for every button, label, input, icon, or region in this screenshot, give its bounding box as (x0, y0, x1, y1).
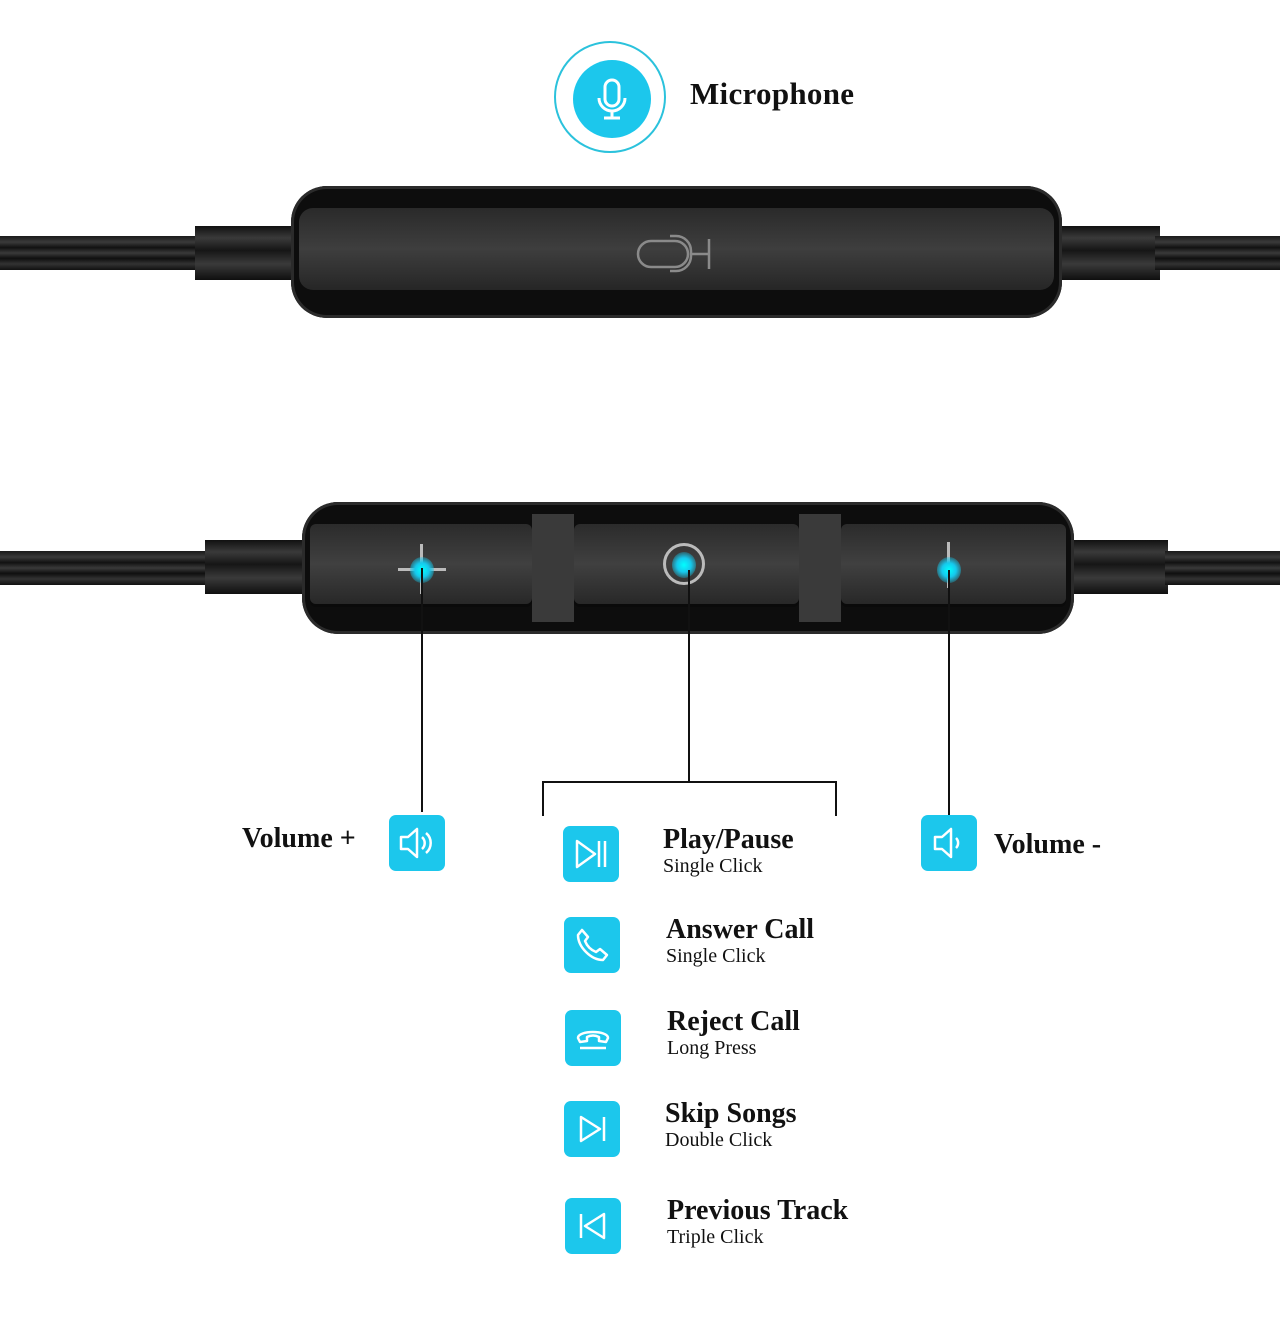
key-gap (532, 514, 574, 622)
cable-sleeve-right-bottom (1068, 540, 1168, 594)
function-answer-call: Answer Call Single Click (666, 914, 815, 968)
function-previous-track: Previous Track Triple Click (667, 1195, 849, 1249)
microphone-icon (597, 78, 627, 120)
function-action: Single Click (663, 855, 763, 877)
play-pause-button[interactable] (574, 524, 799, 604)
hang-up-icon (576, 1030, 610, 1050)
skip-previous-icon (579, 1212, 606, 1240)
speaker-quiet-icon (933, 827, 960, 859)
cable-left-top (0, 236, 200, 270)
cable-right-top (1155, 236, 1280, 270)
key-gap (799, 514, 841, 622)
function-skip-songs: Skip Songs Double Click (665, 1098, 797, 1152)
cable-sleeve-left-bottom (205, 540, 305, 594)
volume-up-label: Volume + (242, 823, 356, 854)
remote-top-face (299, 208, 1054, 290)
microphone-badge (573, 60, 651, 138)
function-reject-call: Reject Call Long Press (667, 1006, 800, 1060)
volume-up-tile (389, 815, 445, 871)
function-title: Play/Pause (663, 824, 794, 855)
microphone-title: Microphone (690, 76, 855, 111)
leader-bracket-top (542, 781, 837, 783)
microphone-grille-icon (636, 234, 711, 273)
skip-songs-tile (564, 1101, 620, 1157)
cable-sleeve-right-top (1055, 226, 1160, 280)
function-action: Double Click (665, 1129, 773, 1151)
volume-down-label: Volume - (994, 829, 1102, 860)
previous-track-tile (565, 1198, 621, 1254)
function-action: Triple Click (667, 1226, 764, 1248)
function-action: Single Click (666, 945, 766, 967)
microphone-ring (554, 41, 666, 153)
skip-next-icon (579, 1115, 606, 1143)
volume-down-button[interactable] (841, 524, 1066, 604)
speaker-loud-icon (399, 827, 432, 859)
leader-bracket-left (542, 781, 544, 816)
function-action: Long Press (667, 1037, 757, 1059)
remote-top (291, 186, 1062, 318)
leader-bracket-right (835, 781, 837, 816)
cable-left-bottom (0, 551, 210, 585)
play-pause-tile (563, 826, 619, 882)
leader-play-pause (688, 570, 690, 782)
cable-right-bottom (1165, 551, 1280, 585)
phone-icon (576, 928, 609, 962)
leader-volume-up (421, 568, 423, 812)
leader-volume-down (948, 570, 950, 816)
volume-down-tile (921, 815, 977, 871)
function-title: Skip Songs (665, 1098, 797, 1129)
cable-sleeve-left-top (195, 226, 295, 280)
function-play-pause: Play/Pause Single Click (663, 824, 794, 878)
play-pause-icon (575, 839, 607, 869)
answer-call-tile (564, 917, 620, 973)
function-title: Answer Call (666, 914, 815, 945)
reject-call-tile (565, 1010, 621, 1066)
circle-icon (663, 543, 705, 585)
function-title: Previous Track (667, 1195, 849, 1226)
button-indicator (672, 552, 696, 578)
function-title: Reject Call (667, 1006, 800, 1037)
